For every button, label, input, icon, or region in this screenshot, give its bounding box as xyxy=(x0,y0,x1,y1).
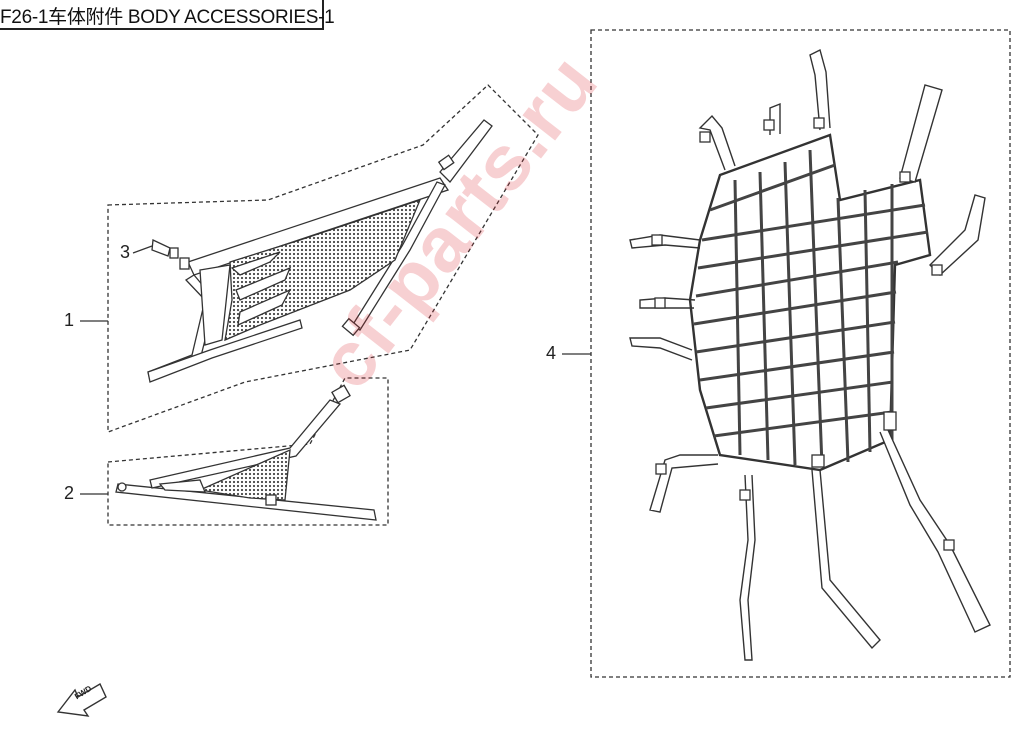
leader-3 xyxy=(132,245,153,254)
callout-1: 1 xyxy=(64,310,75,330)
part-2-small-net xyxy=(115,384,377,521)
callout-3: 3 xyxy=(120,242,131,262)
callout-4: 4 xyxy=(546,343,557,363)
part-4-cargo-net xyxy=(629,48,991,661)
group-1-outline xyxy=(107,84,539,433)
callout-2: 2 xyxy=(64,483,75,503)
part-3-clip xyxy=(151,239,190,270)
fwd-arrow-icon xyxy=(56,683,107,717)
part-1-side-net xyxy=(147,119,493,383)
title-box: F26-1车体附件 BODY ACCESSORIES-1 xyxy=(0,0,335,30)
page-title: F26-1车体附件 BODY ACCESSORIES-1 xyxy=(0,7,335,28)
